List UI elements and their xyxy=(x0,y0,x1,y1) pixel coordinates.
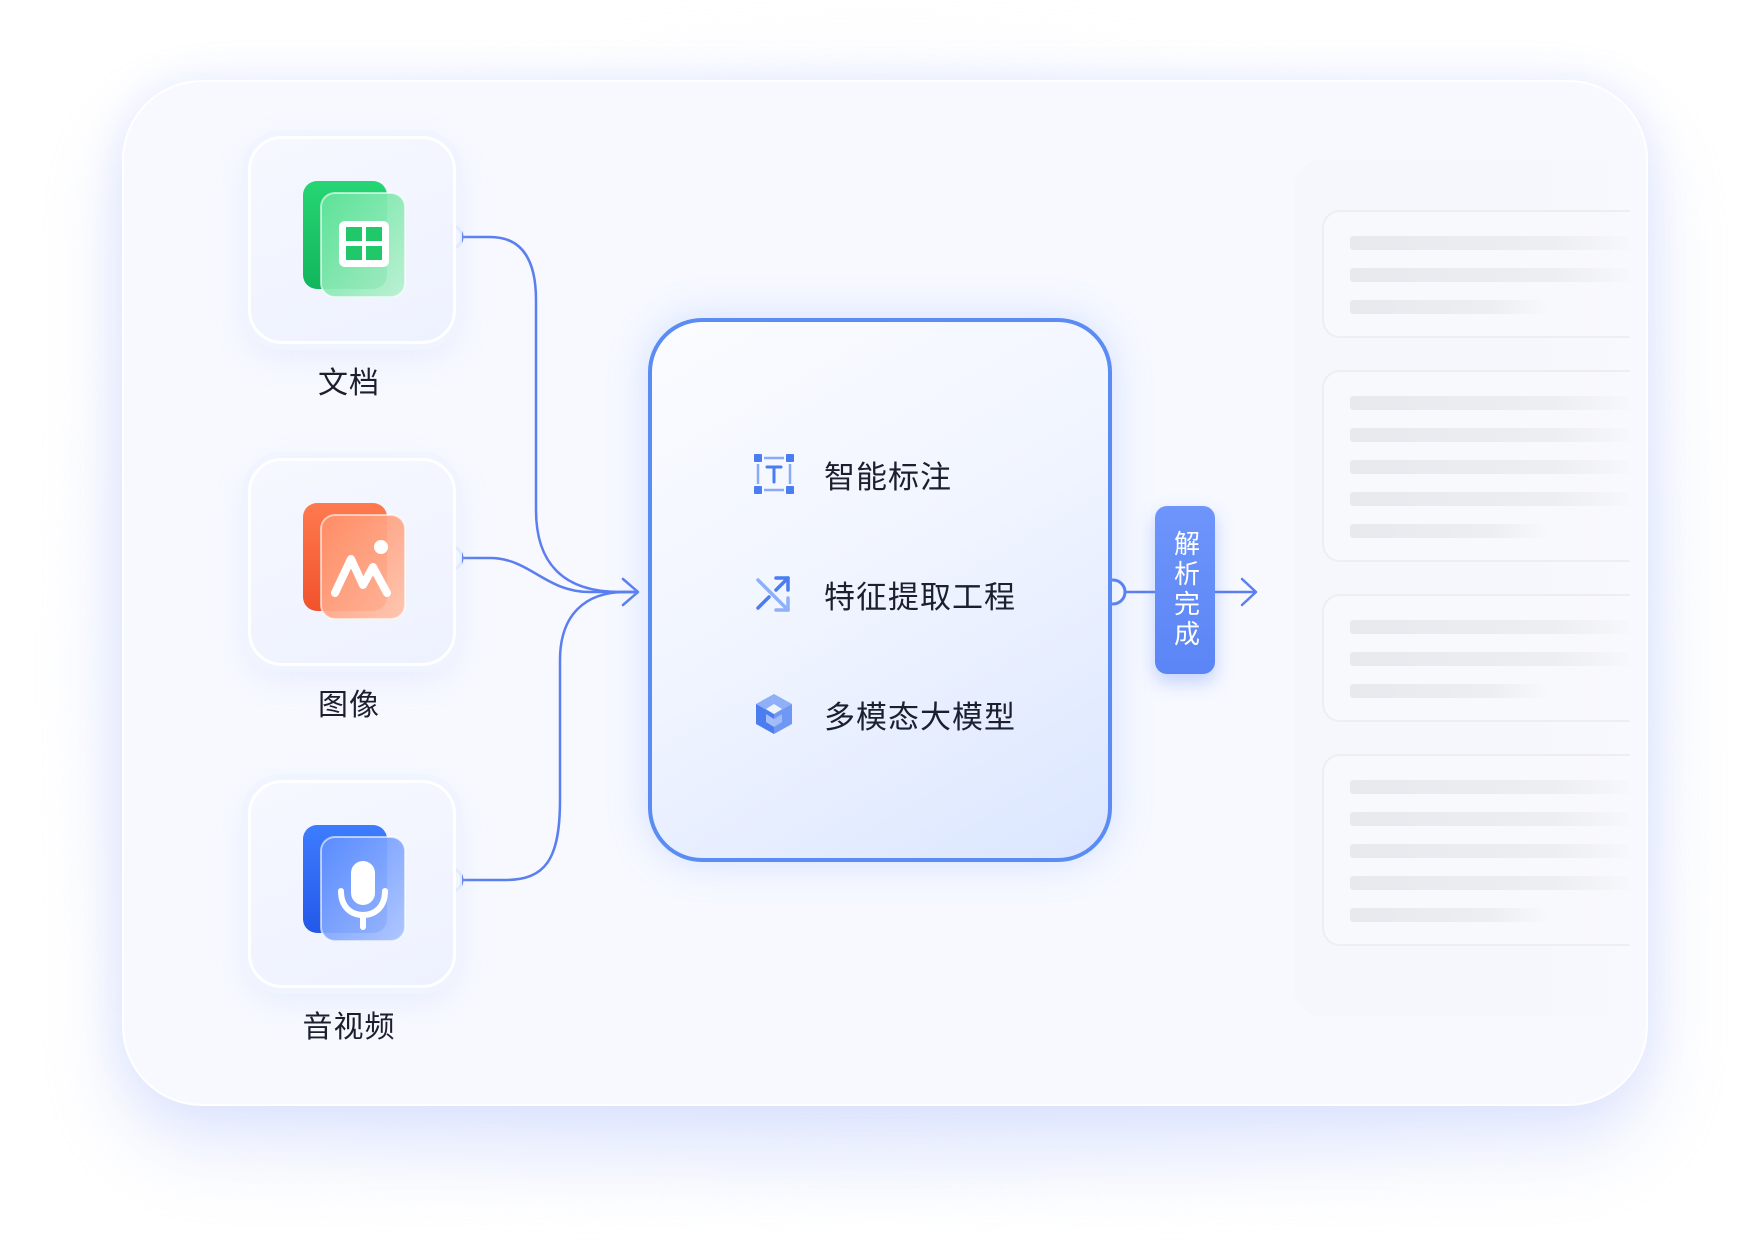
source-tile-image[interactable] xyxy=(248,458,456,666)
placeholder-line xyxy=(1350,876,1630,890)
placeholder-line xyxy=(1350,300,1550,314)
placeholder-line xyxy=(1350,396,1630,410)
source-label-image: 图像 xyxy=(318,688,380,723)
placeholder-line xyxy=(1350,780,1630,794)
microphone-icon xyxy=(303,825,406,941)
placeholder-line xyxy=(1350,268,1630,282)
source-label-document: 文档 xyxy=(318,366,380,401)
result-card xyxy=(1322,210,1630,338)
spreadsheet-icon xyxy=(303,181,406,297)
parse-complete-badge: 解析完成 xyxy=(1155,506,1215,674)
placeholder-line xyxy=(1350,812,1630,826)
processing-box: 智能标注 特征提取工程 多 xyxy=(648,318,1112,862)
source-tile-audio-video[interactable] xyxy=(248,780,456,988)
shuffle-icon xyxy=(756,576,790,612)
feature-feature-engineering: 特征提取工程 xyxy=(752,572,1016,616)
result-card xyxy=(1322,594,1630,722)
placeholder-line xyxy=(1350,492,1630,506)
parse-complete-label: 解析完成 xyxy=(1169,530,1200,650)
placeholder-line xyxy=(1350,652,1630,666)
placeholder-line xyxy=(1350,908,1550,922)
feature-label: 特征提取工程 xyxy=(824,579,1016,616)
cube-icon xyxy=(756,694,792,734)
text-box-icon xyxy=(754,454,794,494)
image-icon xyxy=(303,503,406,619)
placeholder-line xyxy=(1350,524,1550,538)
feature-multimodal-model: 多模态大模型 xyxy=(752,692,1016,736)
feature-smart-annotation: 智能标注 xyxy=(752,452,952,496)
result-card xyxy=(1322,754,1630,946)
placeholder-line xyxy=(1350,460,1630,474)
placeholder-line xyxy=(1350,684,1550,698)
source-label-audio-video: 音视频 xyxy=(302,1010,396,1045)
feature-label: 智能标注 xyxy=(824,459,952,496)
placeholder-line xyxy=(1350,620,1630,634)
source-tile-document[interactable] xyxy=(248,136,456,344)
placeholder-line xyxy=(1350,236,1630,250)
result-card xyxy=(1322,370,1630,562)
placeholder-line xyxy=(1350,844,1630,858)
result-panel xyxy=(1294,160,1630,1016)
placeholder-line xyxy=(1350,428,1630,442)
feature-label: 多模态大模型 xyxy=(824,699,1016,736)
